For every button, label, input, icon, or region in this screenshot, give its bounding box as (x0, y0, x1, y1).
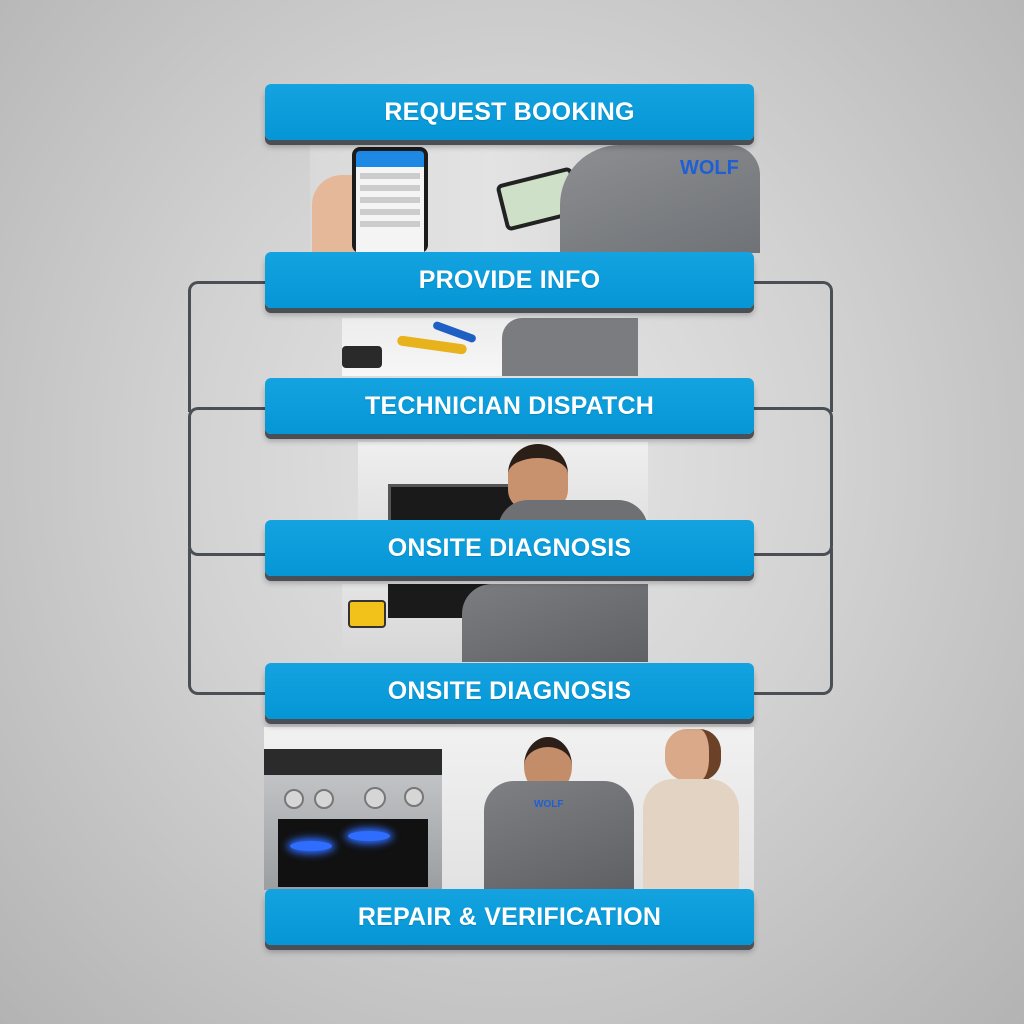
step-repair-verification: REPAIR & VERIFICATION (265, 889, 754, 945)
customer (639, 729, 739, 890)
blue-flame-icon (348, 831, 390, 841)
step-onsite-diagnosis-1: ONSITE DIAGNOSIS (265, 520, 754, 576)
step-label: ONSITE DIAGNOSIS (387, 676, 632, 705)
connector-right-1 (752, 281, 833, 412)
step-label: ONSITE DIAGNOSIS (387, 533, 632, 562)
photo-diagnosis (342, 584, 648, 662)
step-label: REQUEST BOOKING (384, 97, 635, 126)
oven-interior (278, 819, 428, 887)
connector-left-3 (188, 548, 271, 695)
step-label: PROVIDE INFO (418, 265, 601, 294)
photo-booking-app: WOLF (310, 145, 760, 253)
step-label: REPAIR & VERIFICATION (357, 902, 662, 931)
step-label: TECHNICIAN DISPATCH (365, 391, 654, 420)
multimeter-icon (348, 600, 386, 628)
gas-range (264, 749, 442, 890)
connector-right-3 (752, 548, 833, 695)
step-provide-info: PROVIDE INFO (265, 252, 754, 308)
technician-shoulders (498, 500, 648, 522)
technician-arm (502, 318, 638, 376)
step-request-booking: REQUEST BOOKING (265, 84, 754, 140)
photo-tools (342, 318, 638, 376)
tool-yellow (396, 335, 468, 355)
blue-flame-icon (290, 841, 332, 851)
photo-repair: WOLF (264, 727, 754, 890)
technician-head (508, 444, 568, 510)
connector-left-1 (188, 281, 271, 412)
technician-body (462, 584, 648, 662)
technician-front: WOLF (464, 737, 634, 890)
wolf-logo: WOLF (534, 799, 564, 810)
connector-left-2 (188, 407, 271, 556)
smartphone-icon (352, 147, 428, 253)
wolf-logo: WOLF (680, 157, 739, 179)
step-onsite-diagnosis-2: ONSITE DIAGNOSIS (265, 663, 754, 719)
technician-back: WOLF (560, 145, 760, 253)
toolbox-icon (342, 346, 382, 368)
photo-dispatch (358, 442, 648, 522)
connector-right-2 (752, 407, 833, 556)
step-technician-dispatch: TECHNICIAN DISPATCH (265, 378, 754, 434)
